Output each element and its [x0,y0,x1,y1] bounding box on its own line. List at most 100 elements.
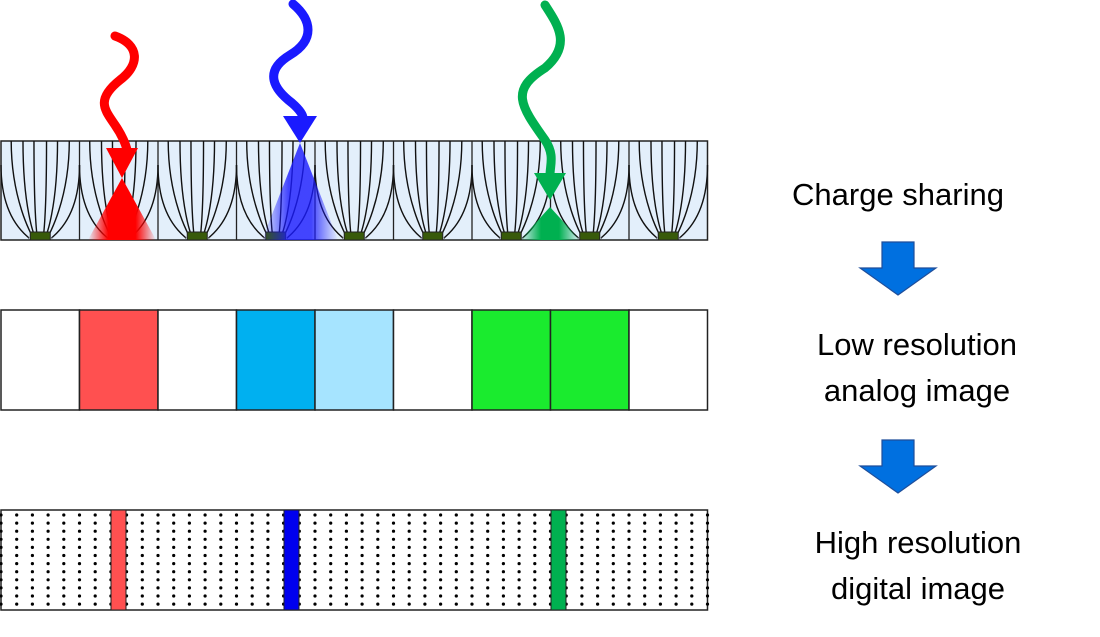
sub-pixel-dot [470,578,474,582]
sub-pixel-dot [203,562,207,566]
sub-pixel-dot [46,521,50,525]
red-photon-arrowhead [106,148,138,178]
sub-pixel-dot [501,570,505,574]
sub-pixel-dot [470,537,474,541]
field-line-edge [0,164,30,239]
sub-pixel-dot [533,562,537,566]
sub-pixel-dot [329,594,333,598]
sub-pixel-dot [344,562,348,566]
sub-pixel-dot [643,553,647,558]
sub-pixel-dot [674,562,678,566]
sub-pixel-dot [266,521,270,525]
sub-pixel-dot [313,545,317,550]
sub-pixel-dot [266,602,270,606]
sub-pixel-dot [627,586,631,590]
sub-pixel-dot [658,578,663,582]
sub-pixel-dot [580,537,584,541]
sub-pixel-dot [0,586,3,590]
sub-pixel-dot [156,537,160,541]
sub-pixel-dot [344,594,348,598]
sub-pixel-dot [391,553,396,558]
sub-pixel-dot [423,570,427,574]
sub-pixel-dot [46,586,50,590]
sub-pixel-dot [187,570,191,574]
sub-pixel-dot [501,578,505,582]
field-line-edge [208,164,238,239]
sub-pixel-dot [439,602,443,606]
sub-pixel-dot [266,578,270,582]
label-low-res-1: Low resolution [817,327,1017,362]
sub-pixel-dot [140,562,144,566]
digital-image-row [0,509,710,611]
sub-pixel-dot [705,545,710,550]
sub-pixel-dot [658,602,663,606]
sub-pixel-dot [266,594,270,598]
sub-pixel-dot [643,578,647,582]
sub-pixel-dot [344,521,348,525]
sub-pixel-dot [172,562,176,566]
sub-pixel-dot [234,513,239,517]
sub-pixel-dot [156,578,160,582]
sub-pixel-dot [203,594,207,598]
sub-pixel-dot [486,521,490,525]
sub-pixel-dot [313,562,317,566]
sub-pixel-dot [391,586,396,590]
sub-pixel-dot [0,545,3,549]
field-line-edge [51,164,81,239]
sub-pixel-dot [454,570,458,574]
sub-pixel-dot [30,529,34,533]
sub-pixel-dot [93,578,97,582]
sub-pixel-dot [313,529,317,533]
sub-pixel-dot [611,570,615,574]
sub-pixel-dot [391,602,396,606]
sub-pixel-dot [219,553,223,558]
sub-pixel-dot [643,537,647,541]
sub-pixel-dot [344,553,348,558]
sub-pixel-dot [0,578,3,582]
sub-pixel-dot [313,586,317,590]
sub-pixel-dot [30,586,34,590]
sub-pixel-dot [30,545,34,550]
sub-pixel-dot [486,529,490,533]
sub-pixel-dot [533,537,537,541]
sub-pixel-dot [93,586,97,590]
sub-pixel-dot [313,594,317,598]
sub-pixel-dot [423,594,427,598]
sub-pixel-dot [423,553,427,558]
sub-pixel-dot [234,602,239,606]
sub-pixel-dot [627,513,631,517]
sub-pixel-dot [187,521,191,525]
sub-pixel-dot [77,578,82,582]
sub-pixel-dot [627,521,631,525]
sub-pixel-dot [30,562,34,566]
sub-pixel-dot [705,578,710,582]
sub-pixel-dot [705,594,710,598]
sub-pixel-dot [30,537,34,541]
sub-pixel-dot [486,537,490,541]
sub-pixel-dot [596,570,600,574]
sub-pixel-dot [705,586,710,590]
sub-pixel-dot [0,553,3,558]
sub-pixel-dot [172,586,176,590]
sub-pixel-dot [15,513,19,517]
sub-pixel-dot [77,553,82,558]
field-line-edge [365,164,395,239]
sub-pixel-dot [517,521,521,525]
sub-pixel-dot [596,602,600,606]
sub-pixel-dot [533,578,537,582]
sub-pixel-dot [93,537,97,541]
sub-pixel-dot [674,513,678,517]
sub-pixel-dot [517,594,521,598]
sub-pixel-dot [172,537,176,541]
sub-pixel-dot [580,562,584,566]
readout-pad [500,231,522,241]
sub-pixel-dot [187,513,191,517]
sub-pixel-dot [376,545,380,550]
sub-pixel-dot [627,602,631,606]
sub-pixel-dot [658,594,663,598]
sub-pixel-dot [219,570,223,574]
sub-pixel-dot [234,529,239,533]
sub-pixel-dot [329,521,333,525]
sub-pixel-dot [203,513,207,517]
